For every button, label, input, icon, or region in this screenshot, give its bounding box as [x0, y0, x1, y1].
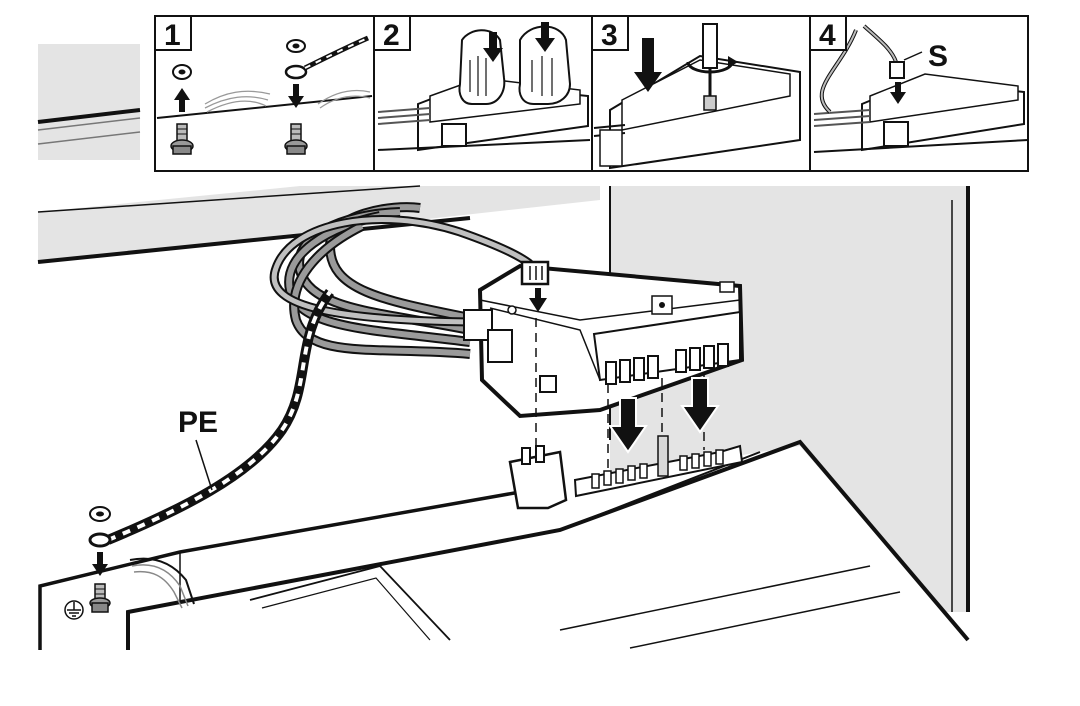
main-illustration: PE: [37, 185, 970, 650]
down-arrow-icon: [529, 288, 547, 312]
connector-plug: [520, 260, 550, 286]
control-module: [463, 263, 745, 419]
down-arrow-icon: [890, 82, 906, 104]
down-arrow-icon: [535, 22, 555, 52]
down-arrow-icon: [288, 84, 304, 108]
svg-text:2: 2: [383, 19, 400, 52]
connector-socket: [508, 445, 568, 510]
bolt-icon: [170, 123, 194, 155]
step-strip: 1 2 3 4 S: [37, 15, 1029, 172]
worktop-underside: [38, 186, 600, 262]
down-arrow-icon: [634, 38, 662, 92]
screwdriver-shaft: [657, 435, 669, 477]
cable-bundle: [269, 202, 533, 359]
label-S: S: [928, 40, 948, 73]
down-arrow-icon: [608, 397, 648, 454]
step-2-illustration: [377, 22, 591, 152]
screwdriver-icon: [686, 23, 738, 111]
strip-left-fragment: [37, 44, 141, 160]
connector-plug: [889, 61, 905, 79]
ground-nut: [89, 506, 111, 522]
down-arrow-icon: [680, 377, 720, 434]
step-number-3: 3: [591, 15, 629, 52]
ground-bolt: [89, 583, 111, 613]
svg-text:4: 4: [819, 19, 836, 52]
appliance-housing: [40, 446, 968, 640]
up-arrow-icon: [174, 88, 190, 112]
appliance-cables: [129, 557, 195, 609]
down-arrow-icon: [92, 552, 108, 576]
step-number-1: 1: [154, 15, 192, 52]
step-number-2: 2: [373, 15, 411, 52]
ground-ring-terminal: [88, 532, 112, 548]
appliance-recess: [249, 564, 451, 641]
svg-text:3: 3: [601, 19, 618, 52]
ground-symbol-icon: [64, 600, 84, 620]
step-3-illustration: [593, 23, 801, 170]
label-PE: PE: [178, 406, 218, 439]
step-1-illustration: [156, 35, 373, 155]
down-arrow-icon: [483, 32, 503, 62]
step-number-4: 4: [809, 15, 847, 52]
step-4-illustration: [813, 24, 1029, 153]
pe-leader-line: [195, 439, 213, 491]
hand-icon: [458, 29, 506, 105]
svg-text:1: 1: [164, 19, 181, 52]
bolt-icon: [284, 123, 308, 155]
pe-cable: [106, 289, 335, 545]
